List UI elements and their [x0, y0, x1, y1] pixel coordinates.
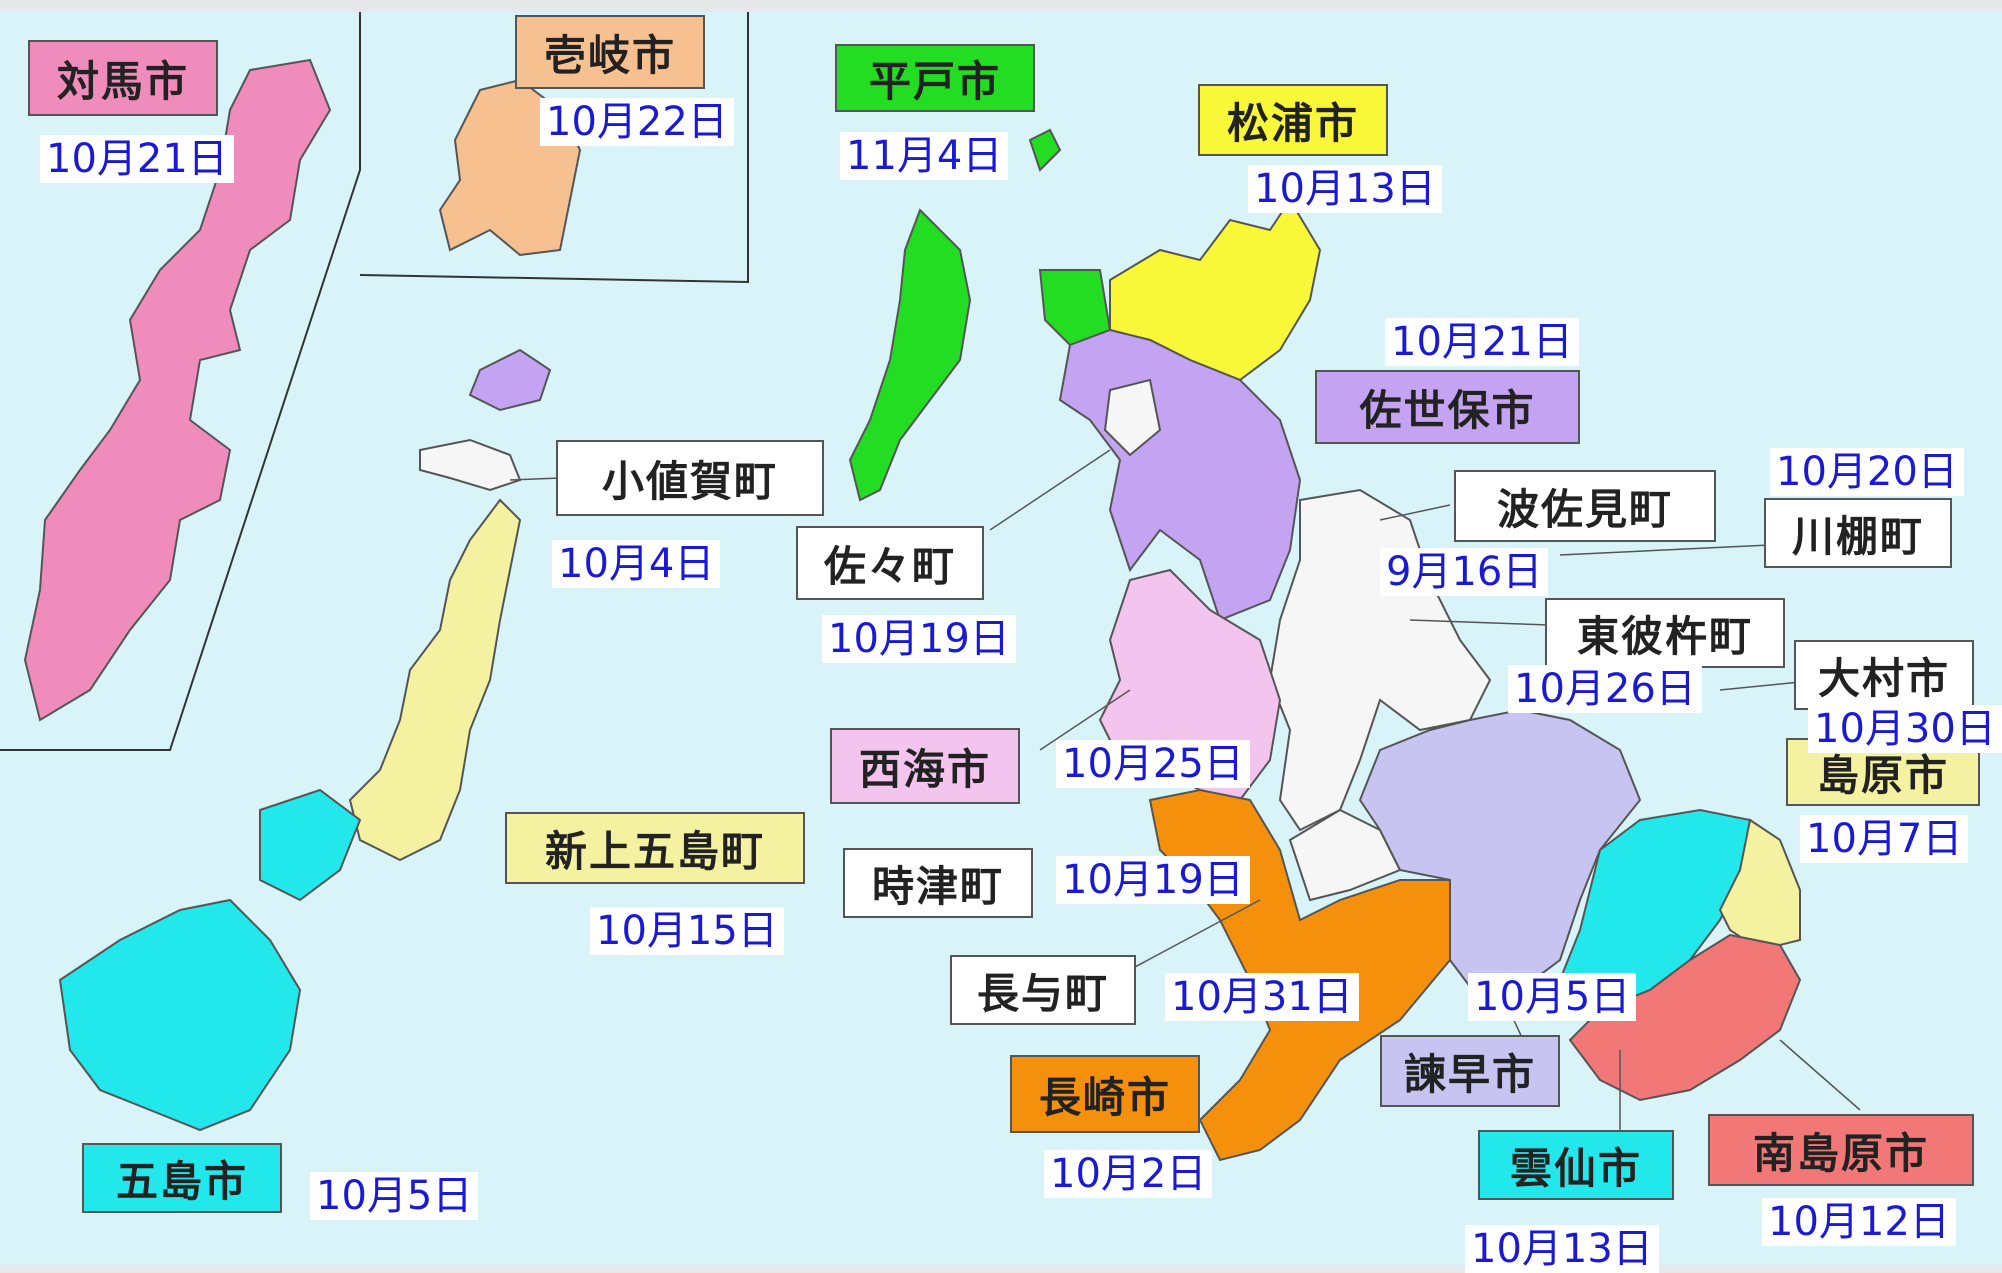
- label-omura: 大村市: [1794, 640, 1974, 710]
- date-hasami: 9月16日: [1380, 548, 1549, 596]
- date-matsuura: 10月13日: [1248, 165, 1442, 213]
- date-ojika: 10月4日: [552, 540, 721, 588]
- label-nagasaki: 長崎市: [1010, 1055, 1200, 1133]
- date-minamishimabara: 10月12日: [1762, 1198, 1956, 1246]
- hirado-island: [848, 208, 972, 502]
- date-isahaya: 10月5日: [1468, 973, 1637, 1021]
- label-matsuura: 松浦市: [1198, 84, 1388, 156]
- label-sasebo: 佐世保市: [1315, 370, 1580, 444]
- label-kawatana: 川棚町: [1764, 498, 1952, 568]
- ojika-islands: [419, 438, 522, 492]
- iki-inset-border: [359, 12, 749, 284]
- tsushima-island: [23, 58, 332, 722]
- label-hirado: 平戸市: [835, 44, 1035, 112]
- date-shimabara: 10月7日: [1800, 815, 1969, 863]
- goto-islands: [58, 898, 302, 1132]
- label-togitsu: 時津町: [843, 848, 1033, 918]
- date-saikai: 10月25日: [1056, 740, 1250, 788]
- date-hirado: 11月4日: [840, 132, 1009, 180]
- label-tsushima: 対馬市: [28, 40, 218, 116]
- label-iki: 壱岐市: [515, 15, 705, 89]
- inset-frame-lines: [0, 12, 749, 751]
- date-unzen: 10月13日: [1465, 1225, 1659, 1273]
- tsushima-inset-border: [0, 12, 361, 751]
- label-unzen: 雲仙市: [1478, 1130, 1674, 1200]
- date-nagayo: 10月31日: [1165, 973, 1359, 1021]
- date-omura: 10月30日: [1808, 705, 2002, 753]
- date-togitsu: 10月19日: [1056, 856, 1250, 904]
- date-goto: 10月5日: [310, 1172, 479, 1220]
- sasebo-islet: [468, 348, 552, 412]
- date-kawatana: 10月20日: [1770, 448, 1964, 496]
- shinkamigoto-island: [348, 498, 522, 862]
- minamishimabara-area: [1568, 933, 1802, 1102]
- label-nagayo: 長与町: [950, 955, 1136, 1025]
- date-shinkamigoto: 10月15日: [590, 907, 784, 955]
- leader-lines: [509, 449, 1861, 1130]
- date-saza: 10月19日: [822, 615, 1016, 663]
- label-saza: 佐々町: [796, 526, 984, 600]
- label-higashisonogi: 東彼杵町: [1545, 598, 1785, 668]
- date-sasebo: 10月21日: [1385, 318, 1579, 366]
- label-hasami: 波佐見町: [1454, 470, 1716, 542]
- label-goto: 五島市: [82, 1143, 282, 1213]
- label-minamishimabara: 南島原市: [1708, 1114, 1974, 1186]
- label-shinkamigoto: 新上五島町: [505, 812, 805, 884]
- label-saikai: 西海市: [830, 728, 1020, 804]
- label-ojika: 小値賀町: [556, 440, 824, 516]
- sasebo-area: [1058, 328, 1302, 622]
- label-isahaya: 諫早市: [1380, 1035, 1560, 1107]
- goto-islands-north: [259, 788, 362, 902]
- hirado-islet: [1028, 128, 1062, 172]
- date-higashisonogi: 10月26日: [1508, 665, 1702, 713]
- date-tsushima: 10月21日: [40, 135, 234, 183]
- date-iki: 10月22日: [540, 98, 734, 146]
- saza-area: [1103, 378, 1162, 457]
- date-nagasaki: 10月2日: [1044, 1150, 1213, 1198]
